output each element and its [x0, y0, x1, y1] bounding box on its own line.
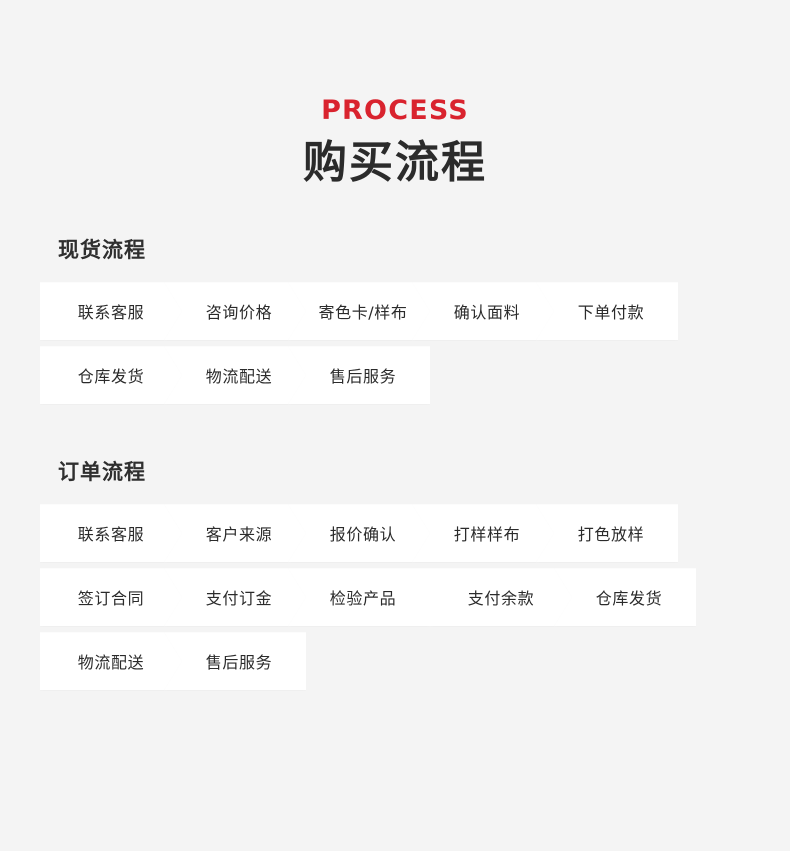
process-step[interactable]: 物流配送	[40, 632, 182, 690]
process-step[interactable]: 仓库发货	[40, 346, 182, 404]
process-step[interactable]: 售后服务	[288, 346, 430, 405]
section-title: 现货流程	[58, 238, 146, 263]
process-step-label: 仓库发货	[77, 367, 145, 387]
process-step[interactable]: 寄色卡/样布	[288, 282, 430, 340]
process-step-label: 报价确认	[329, 525, 397, 545]
process-step-label: 打色放样	[577, 525, 645, 545]
process-step-label: 仓库发货	[595, 589, 663, 609]
process-step[interactable]: 下单付款	[536, 282, 678, 341]
process-step-label: 售后服务	[329, 367, 397, 387]
process-step[interactable]: 支付订金	[164, 568, 306, 626]
process-step-label: 下单付款	[577, 303, 645, 323]
process-sections: 现货流程联系客服咨询价格寄色卡/样布确认面料下单付款仓库发货物流配送售后服务订单…	[0, 234, 790, 691]
process-step[interactable]: 客户来源	[164, 504, 306, 562]
process-step[interactable]: 报价确认	[288, 504, 430, 562]
process-step-label: 售后服务	[205, 653, 273, 673]
process-step[interactable]: 检验产品	[288, 568, 430, 627]
process-step-label: 物流配送	[77, 653, 145, 673]
process-step-label: 签订合同	[77, 589, 145, 609]
page-title: 购买流程	[303, 136, 487, 188]
flow-row: 签订合同 支付订金 检验产品 支付余款 仓库发货	[40, 568, 790, 627]
process-step-label: 联系客服	[77, 525, 145, 545]
process-step[interactable]: 确认面料	[412, 282, 554, 340]
eyebrow-label: PROCESS	[321, 95, 469, 126]
section-title: 订单流程	[58, 460, 146, 485]
process-step-label: 检验产品	[329, 589, 397, 609]
page-header: PROCESS 购买流程	[0, 0, 790, 188]
process-step[interactable]: 签订合同	[40, 568, 182, 626]
flow-row: 联系客服 咨询价格 寄色卡/样布 确认面料 下单付款	[40, 282, 790, 341]
process-section: 现货流程联系客服 咨询价格 寄色卡/样布 确认面料 下单付款仓库发货 物流配送 售后服务	[0, 234, 790, 405]
flow-row: 仓库发货 物流配送 售后服务	[40, 346, 790, 405]
process-step[interactable]: 联系客服	[40, 504, 182, 562]
process-step[interactable]: 物流配送	[164, 346, 306, 404]
process-step[interactable]: 打样样布	[412, 504, 554, 562]
process-step-label: 寄色卡/样布	[318, 303, 408, 323]
process-step-label: 咨询价格	[205, 303, 273, 323]
process-step-label: 支付余款	[467, 589, 535, 609]
process-step[interactable]: 联系客服	[40, 282, 182, 340]
process-step[interactable]: 咨询价格	[164, 282, 306, 340]
process-step-label: 支付订金	[205, 589, 273, 609]
flow-row: 联系客服 客户来源 报价确认 打样样布 打色放样	[40, 504, 790, 563]
flow-rows: 联系客服 咨询价格 寄色卡/样布 确认面料 下单付款仓库发货 物流配送 售后服务	[0, 282, 790, 405]
process-step-label: 客户来源	[205, 525, 273, 545]
flow-rows: 联系客服 客户来源 报价确认 打样样布 打色放样签订合同 支付订金 检验产品 支付余款 仓库发货…	[0, 504, 790, 691]
process-step[interactable]: 支付余款	[430, 568, 572, 626]
process-step-label: 打样样布	[453, 525, 521, 545]
process-step[interactable]: 仓库发货	[554, 568, 696, 627]
process-step-label: 联系客服	[77, 303, 145, 323]
process-step-label: 物流配送	[205, 367, 273, 387]
process-step[interactable]: 打色放样	[536, 504, 678, 563]
process-step[interactable]: 售后服务	[164, 632, 306, 691]
flow-row: 物流配送 售后服务	[40, 632, 790, 691]
process-section: 订单流程联系客服 客户来源 报价确认 打样样布 打色放样签订合同 支付订金 检验产品 支付余款…	[0, 456, 790, 691]
process-step-label: 确认面料	[453, 303, 521, 323]
